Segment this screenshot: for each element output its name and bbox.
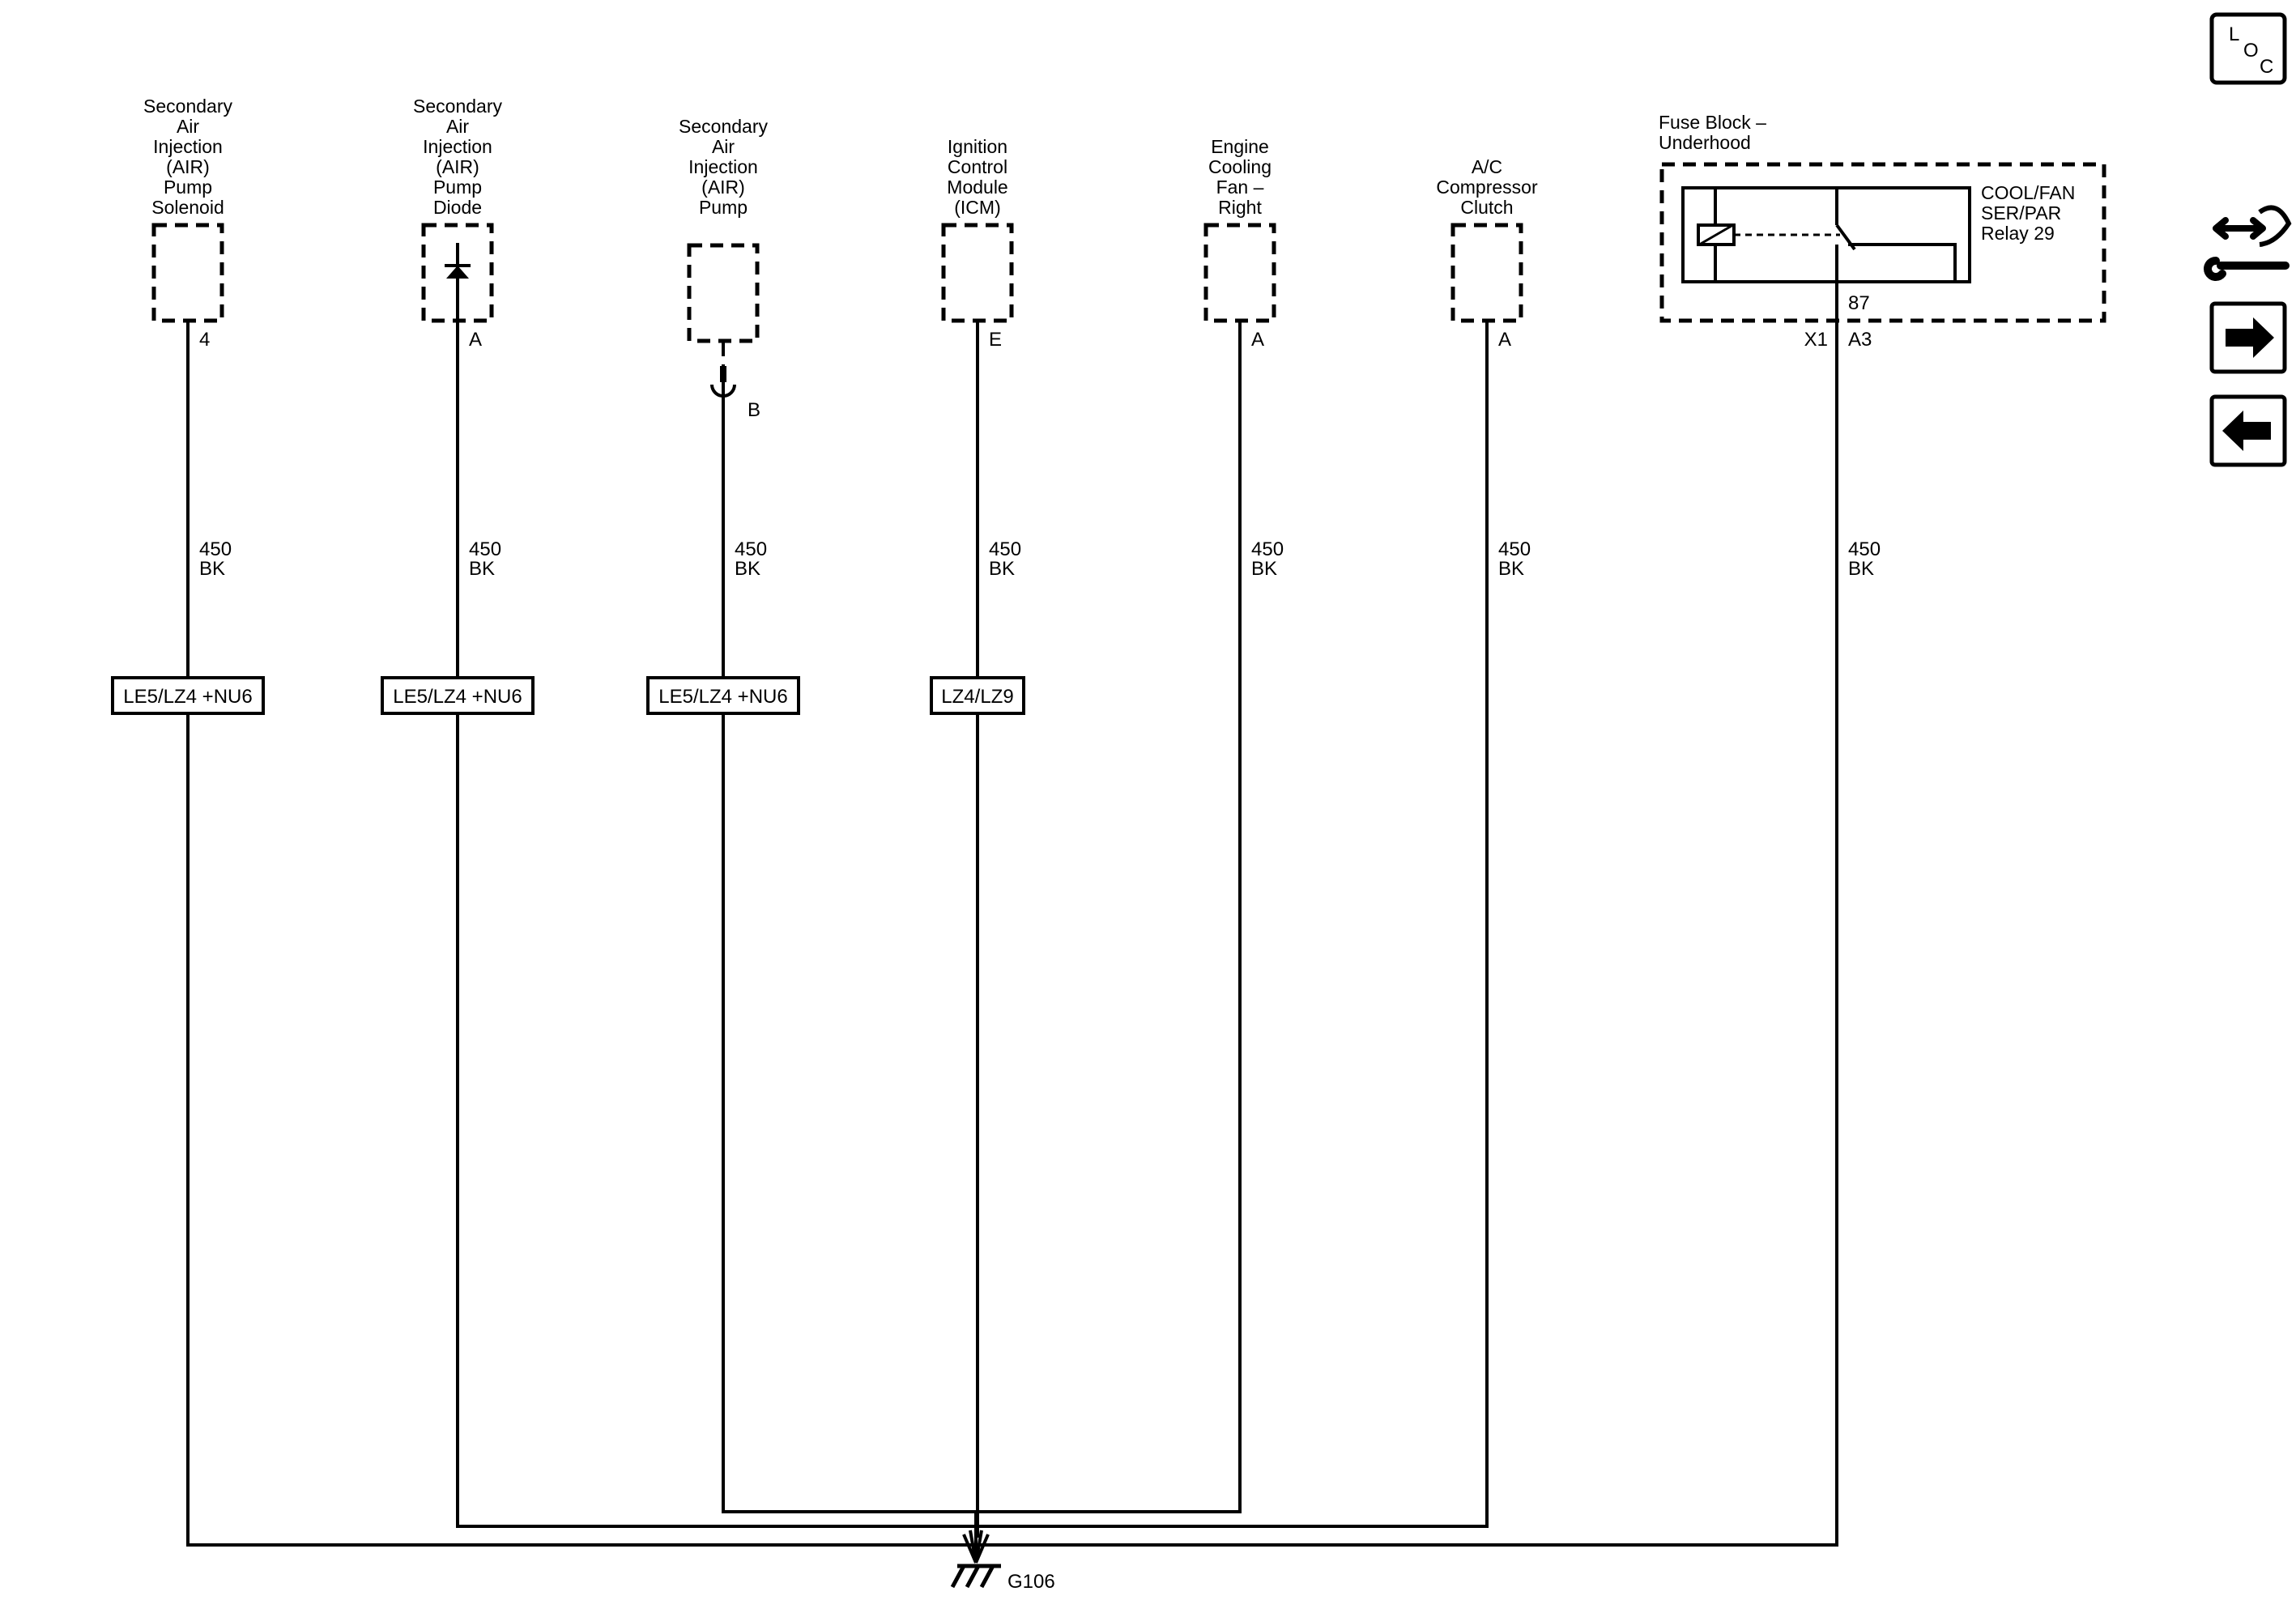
component-name-line: Fan – [1216, 177, 1264, 198]
ground-wire [974, 321, 979, 1563]
component-name-line: Injection [423, 136, 492, 157]
ground-label: G106 [1007, 1571, 1055, 1593]
arrow-left-icon[interactable] [2209, 394, 2287, 467]
component-name-line: Clutch [1460, 197, 1513, 218]
pin-label: A [1251, 329, 1264, 351]
relay-29 [1681, 186, 1971, 283]
harness-wrench-icon[interactable] [2204, 205, 2292, 281]
pin-label: A [1498, 329, 1511, 351]
loc-letter: C [2260, 56, 2273, 78]
ground-wire [974, 321, 1242, 1563]
loc-letter: L [2229, 23, 2239, 45]
loc-letter: O [2243, 40, 2259, 62]
circuit-number: 450 [1251, 538, 1284, 560]
pin-label: E [989, 329, 1002, 351]
ground-wire [186, 321, 978, 1563]
relay-name-line: SER/PAR [1981, 202, 2061, 223]
component-box [687, 243, 760, 343]
arrow-right-icon[interactable] [2209, 301, 2287, 374]
component-name-line: Control [948, 156, 1007, 177]
ground-wire [722, 321, 978, 1563]
component-name-line: Secondary [143, 96, 232, 117]
option-box [646, 676, 800, 715]
component-name-line: Compressor [1436, 177, 1538, 198]
relay-name-line: COOL/FAN [1981, 182, 2075, 203]
component-name-line: Air [712, 136, 735, 157]
diode-symbol [445, 243, 471, 321]
fuse-pin-label: A3 [1848, 329, 1872, 351]
wire-color: BK [735, 558, 760, 580]
component-name-line: A/C [1472, 156, 1502, 177]
component-name-line: Ignition [948, 136, 1007, 157]
component-box [941, 223, 1014, 323]
component-name-line: (AIR) [701, 177, 745, 198]
wire-color: BK [1848, 558, 1874, 580]
component-name-line: Air [446, 116, 469, 137]
component-name-line: Air [177, 116, 199, 137]
pin-label: A [469, 329, 482, 351]
circuit-number: 450 [469, 538, 501, 560]
option-label: LE5/LZ4 +NU6 [123, 686, 252, 708]
relay-name-line: Relay 29 [1981, 223, 2055, 244]
ground-wire [456, 321, 978, 1563]
wire-color: BK [1498, 558, 1524, 580]
option-label: LE5/LZ4 +NU6 [658, 686, 787, 708]
fuse-connector-label: X1 [1804, 329, 1828, 351]
component-name-line: (ICM) [954, 197, 1000, 218]
component-name-line: Injection [688, 156, 758, 177]
component-name-line: Pump [433, 177, 482, 198]
loc-button[interactable]: LOC [2209, 12, 2287, 85]
option-box [930, 676, 1025, 715]
circuit-number: 450 [199, 538, 232, 560]
circuit-number: 450 [1848, 538, 1881, 560]
wire-color: BK [469, 558, 495, 580]
component-name-line: Pump [164, 177, 212, 198]
relay-terminal-label: 87 [1848, 292, 1870, 314]
wire-color: BK [199, 558, 225, 580]
component-box [1450, 223, 1523, 323]
component-name-line: Module [947, 177, 1007, 198]
circuit-number: 450 [1498, 538, 1531, 560]
component-name-line: Secondary [679, 116, 768, 137]
ground-wire [974, 321, 1489, 1563]
component-name-line: Engine [1211, 136, 1269, 157]
fuse-block-name-line: Underhood [1659, 132, 1751, 153]
fuse-block-box [1659, 162, 2106, 323]
component-name-line: Right [1218, 197, 1262, 218]
component-name-line: (AIR) [166, 156, 210, 177]
wire-color: BK [989, 558, 1015, 580]
connector-pin-label: B [748, 399, 760, 421]
component-name-line: Solenoid [151, 197, 224, 218]
circuit-number: 450 [735, 538, 767, 560]
component-name-line: (AIR) [436, 156, 479, 177]
component-box [1203, 223, 1276, 323]
wire-color: BK [1251, 558, 1277, 580]
pin-label: 4 [199, 329, 210, 351]
component-name-line: Cooling [1208, 156, 1272, 177]
component-name-line: Diode [433, 197, 482, 218]
component-box [151, 223, 224, 323]
ground-wire [974, 282, 1838, 1563]
option-box [111, 676, 265, 715]
ground-g106[interactable]: G106 [950, 1530, 1055, 1593]
circuit-number: 450 [989, 538, 1021, 560]
fuse-block-name-line: Fuse Block – [1659, 112, 1766, 133]
connector-symbol: B [710, 356, 760, 421]
component-name-line: Pump [699, 197, 748, 218]
option-label: LE5/LZ4 +NU6 [393, 686, 522, 708]
fuse-block-underhood[interactable]: Fuse Block –UnderhoodCOOL/FANSER/PARRela… [1659, 112, 2106, 580]
option-box [381, 676, 535, 715]
option-label: LZ4/LZ9 [941, 686, 1013, 708]
component-name-line: Secondary [413, 96, 502, 117]
component-name-line: Injection [153, 136, 223, 157]
